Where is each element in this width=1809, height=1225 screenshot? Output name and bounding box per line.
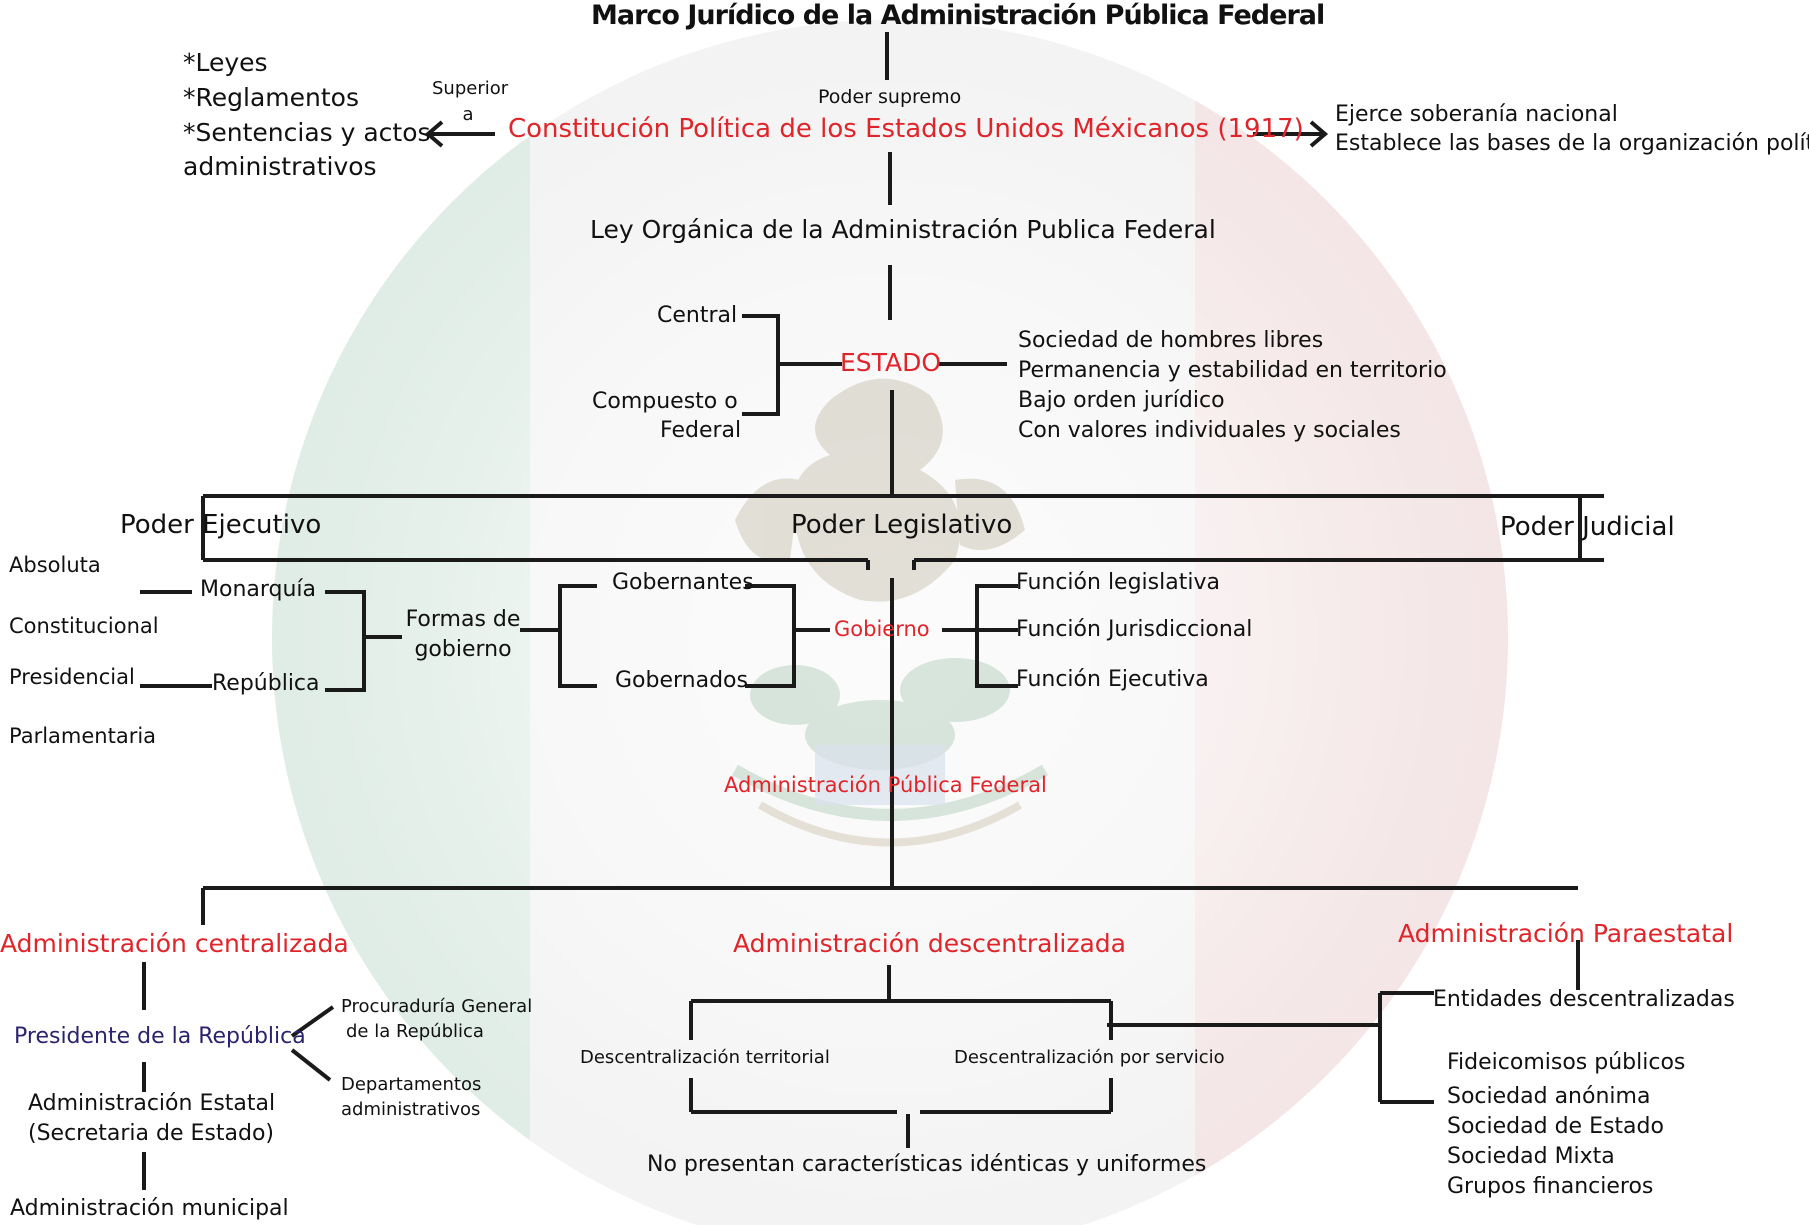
- presidente-to-departamentos: [290, 1048, 332, 1082]
- monarquia-absoluta: Absoluta: [9, 553, 101, 577]
- administracion-estatal-line2: (Secretaria de Estado): [28, 1121, 274, 1146]
- monarquia-label: Monarquía: [200, 577, 317, 602]
- descentralizada-note: No presentan características idénticas y…: [647, 1152, 1207, 1177]
- republica-label: República: [212, 671, 320, 696]
- superior-label-line2: a: [462, 104, 474, 125]
- paraestatal-sociedad-mixta: Sociedad Mixta: [1447, 1144, 1615, 1169]
- formas-de-gobierno-line2: gobierno: [414, 637, 512, 662]
- funcion-jurisdiccional: Función Jurisdiccional: [1016, 617, 1253, 642]
- estado-label: ESTADO: [840, 348, 942, 377]
- estado-characteristic-4: Con valores individuales y sociales: [1018, 418, 1401, 443]
- estado-types-bracket: [742, 314, 780, 416]
- estado-characteristic-3: Bajo orden jurídico: [1018, 388, 1225, 413]
- estado-characteristic-1: Sociedad de hombres libres: [1018, 328, 1324, 353]
- procuraduria-line2: de la República: [346, 1021, 484, 1042]
- estado-characteristic-2: Permanencia y estabilidad en territorio: [1018, 358, 1447, 383]
- gobierno-parties-bracket-right: [745, 584, 796, 688]
- paraestatal-title: Administración Paraestatal: [1398, 919, 1734, 948]
- paraestatal-sociedad-anonima: Sociedad anónima: [1447, 1084, 1651, 1109]
- gobierno-parties-bracket-left: [558, 584, 597, 688]
- formas-de-gobierno-line1: Formas de: [405, 607, 521, 632]
- presidente-label: Presidente de la República: [14, 1024, 306, 1049]
- estado-type-federal: Federal: [660, 418, 742, 443]
- republica-presidencial: Presidencial: [9, 665, 135, 689]
- formas-bracket: [325, 590, 366, 692]
- gobernantes-label: Gobernantes: [612, 570, 754, 595]
- subordinate-sentencias: *Sentencias y actos: [183, 118, 431, 147]
- subordinate-leyes: *Leyes: [183, 48, 268, 77]
- apf-label: Administración Pública Federal: [724, 773, 1047, 797]
- gobierno-label: Gobierno: [834, 617, 930, 641]
- departamentos-line2: administrativos: [341, 1099, 481, 1120]
- gobierno-functions-bracket: [975, 584, 1018, 688]
- administracion-municipal: Administración municipal: [10, 1196, 289, 1221]
- paraestatal-sociedad-estado: Sociedad de Estado: [1447, 1114, 1664, 1139]
- diagram-title: Marco Jurídico de la Administración Públ…: [591, 0, 1325, 31]
- funcion-ejecutiva: Función Ejecutiva: [1016, 667, 1209, 692]
- constitution-function-organizacion: Establece las bases de la organización p…: [1335, 131, 1809, 156]
- poder-supremo-label: Poder supremo: [818, 86, 962, 108]
- procuraduria-line1: Procuraduría General: [341, 996, 533, 1017]
- descentralizacion-territorial: Descentralización territorial: [580, 1047, 830, 1068]
- republica-parlamentaria: Parlamentaria: [9, 724, 157, 748]
- estado-type-compuesto: Compuesto o: [592, 389, 738, 414]
- departamentos-line1: Departamentos: [341, 1074, 482, 1095]
- paraestatal-entidades: Entidades descentralizadas: [1433, 987, 1735, 1012]
- administracion-estatal-line1: Administración Estatal: [28, 1091, 276, 1116]
- functions-arrow-icon: [1309, 120, 1329, 148]
- centralizada-title: Administración centralizada: [0, 929, 349, 958]
- gobernados-label: Gobernados: [615, 668, 748, 693]
- poder-ejecutivo-label: Poder Ejecutivo: [120, 510, 322, 540]
- constitution-label: Constitución Política de los Estados Uni…: [508, 114, 1304, 144]
- descentralizacion-por-servicio: Descentralización por servicio: [954, 1047, 1225, 1068]
- subordinate-administrativos: administrativos: [183, 152, 377, 181]
- monarquia-constitucional: Constitucional: [9, 614, 159, 638]
- presidente-to-procuraduria: [290, 1005, 335, 1038]
- superior-label-line1: Superior: [432, 78, 509, 99]
- estado-type-central: Central: [657, 303, 738, 328]
- funcion-legislativa: Función legislativa: [1016, 570, 1220, 595]
- paraestatal-grupos-financieros: Grupos financieros: [1447, 1174, 1654, 1199]
- descentralizada-title: Administración descentralizada: [733, 929, 1126, 958]
- ley-organica-label: Ley Orgánica de la Administración Public…: [590, 215, 1216, 244]
- superior-arrow-icon: [424, 120, 444, 148]
- poder-legislativo-label: Poder Legislativo: [791, 510, 1013, 540]
- subordinate-reglamentos: *Reglamentos: [183, 83, 359, 112]
- poder-judicial-label: Poder Judicial: [1500, 512, 1675, 542]
- constitution-function-soberania: Ejerce soberanía nacional: [1335, 102, 1618, 127]
- paraestatal-fideicomisos: Fideicomisos públicos: [1447, 1050, 1686, 1075]
